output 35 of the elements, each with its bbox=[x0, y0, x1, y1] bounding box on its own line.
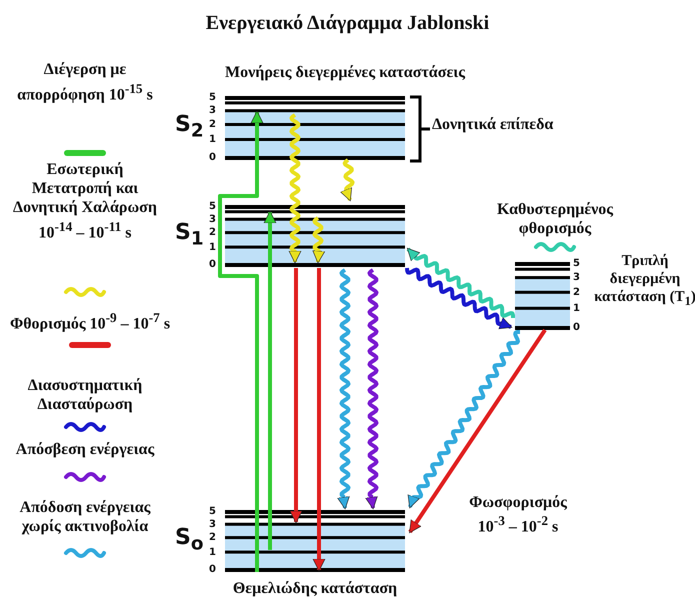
state-label: S$_{o}$ bbox=[175, 525, 204, 554]
level-number: 1 bbox=[573, 304, 580, 314]
legend-text: Διασυστηματική Διασταύρωση bbox=[26, 376, 144, 414]
legend-text: Διέγερση με απορρόφηση 10$^{-15}$ s bbox=[16, 60, 154, 104]
level-number: 1 bbox=[209, 135, 216, 145]
level-number: 5 bbox=[209, 202, 216, 212]
state-label: S$_{2}$ bbox=[175, 112, 204, 142]
state-name: Τριπλή διεγερμένη κατάσταση (T$_{1}$) bbox=[593, 252, 695, 310]
level-number: 3 bbox=[573, 273, 580, 284]
diagram-title: Ενεργειακό Διάγραμμα Jablonski bbox=[204, 12, 490, 35]
level-number: 0 bbox=[209, 565, 216, 575]
level-number: 3 bbox=[209, 214, 216, 225]
level-number: 2 bbox=[209, 120, 216, 130]
legend-text: Εσωτερική Μετατροπή και Δονητική Χαλάρωση 10$^{-14}$ – 10$^{-11}$ s bbox=[12, 160, 158, 242]
level-number: 2 bbox=[209, 533, 216, 544]
state-name: Θεμελιώδης κατάσταση bbox=[232, 580, 398, 598]
legend-text: Απόσβεση ενέργειας bbox=[14, 440, 156, 459]
level-number: 5 bbox=[209, 93, 216, 103]
level-number: 3 bbox=[209, 106, 216, 116]
state-label: S$_{1}$ bbox=[175, 220, 204, 250]
level-number: 3 bbox=[209, 520, 216, 530]
bracket-label: Δονητικά επίπεδα bbox=[432, 116, 554, 134]
level-number: 2 bbox=[573, 288, 580, 298]
level-number: 5 bbox=[209, 507, 216, 517]
level-number: 2 bbox=[209, 228, 216, 238]
legend-text: Απόδοση ενέργειας χωρίς ακτινοβολία bbox=[18, 498, 152, 536]
level-number: 0 bbox=[573, 323, 580, 333]
legend-text: Καθυστερημένος φθορισμός bbox=[496, 200, 614, 238]
legend-text: Φθορισμός 10$^{-9}$ – 10$^{-7}$ s bbox=[8, 309, 172, 334]
level-number: 0 bbox=[209, 153, 216, 163]
level-number: 5 bbox=[573, 259, 580, 269]
level-number: 1 bbox=[209, 242, 216, 253]
level-number: 0 bbox=[209, 260, 216, 270]
heading-text: Μονήρεις διεγερμένες καταστάσεις bbox=[224, 64, 466, 82]
level-number: 1 bbox=[209, 548, 216, 558]
